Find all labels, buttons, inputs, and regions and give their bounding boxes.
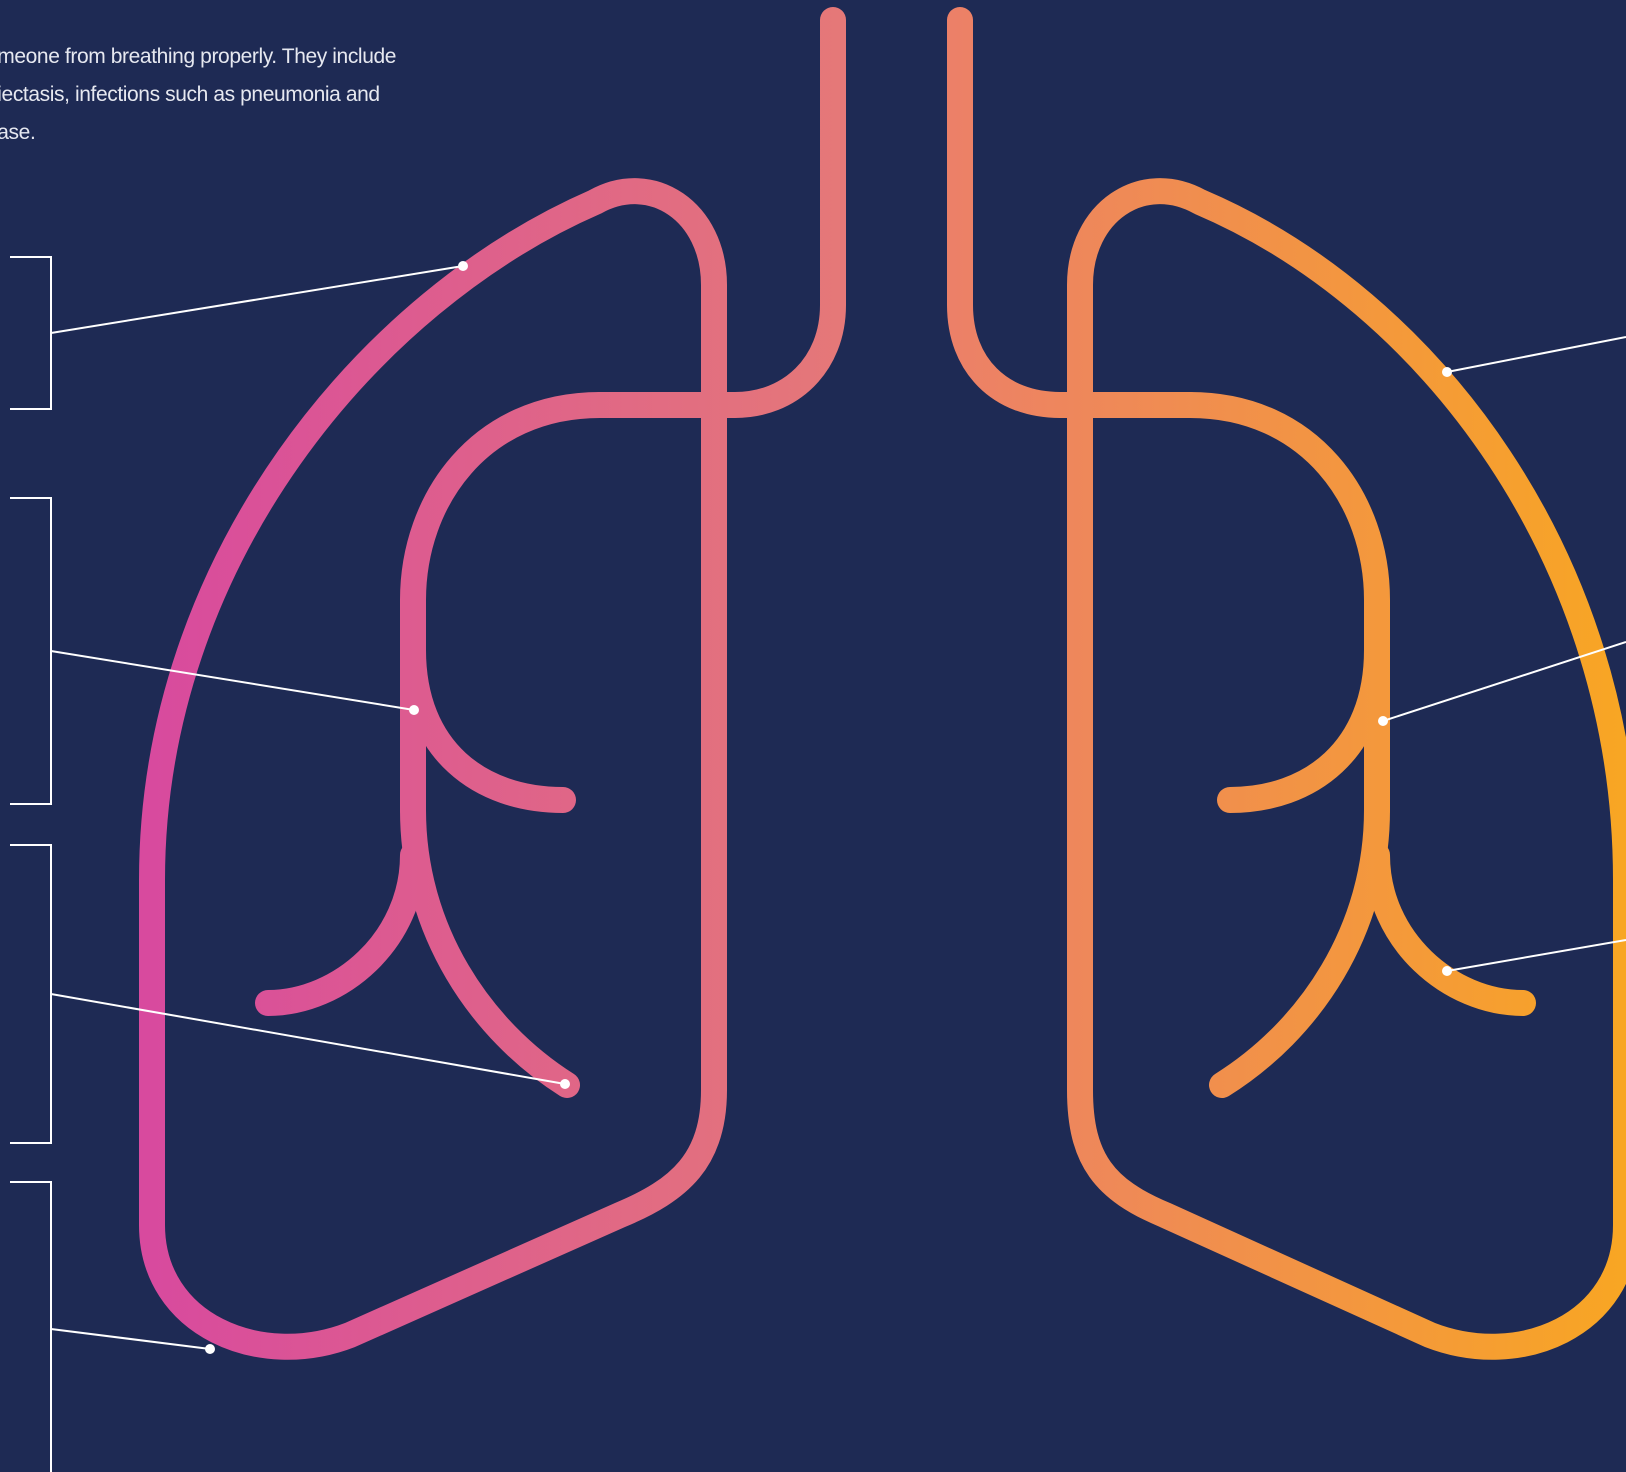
left-bronchus-branch-low-inner — [413, 810, 567, 1085]
callout-left-2 — [10, 498, 419, 804]
right-bronchus-branch-mid — [1230, 650, 1377, 800]
left-lung-outline — [152, 191, 714, 1347]
left-bronchus-branch-mid — [413, 650, 563, 800]
callout-right-3 — [1442, 940, 1626, 976]
left-bronchus-branch-low-outer — [268, 855, 413, 1003]
right-bronchus-branch-low-inner — [1222, 810, 1377, 1085]
right-lung — [960, 20, 1626, 1347]
callout-right-1 — [1442, 337, 1626, 377]
right-lung-outline — [1080, 191, 1626, 1347]
callout-left-4 — [10, 1182, 215, 1472]
right-bronchus-branch-low-outer — [1377, 855, 1523, 1003]
